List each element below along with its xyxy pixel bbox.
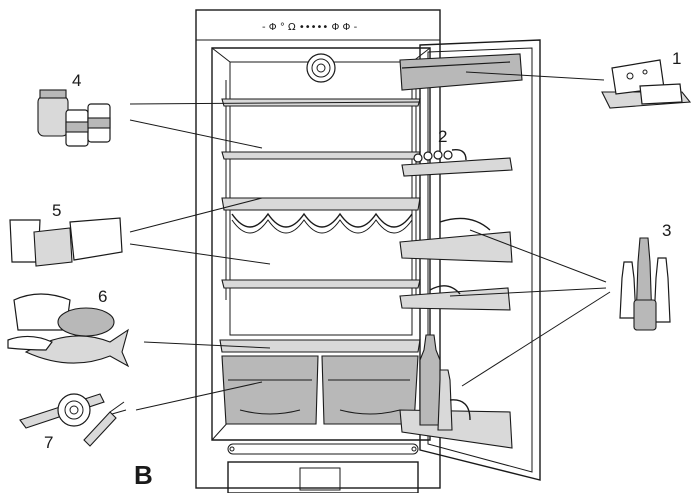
fan-icon [306,53,336,83]
item-meat-fish [7,293,130,368]
glass-cover-plate [219,339,421,353]
door-shelf-middle [399,217,513,263]
item-desserts-containers [9,217,123,267]
crisper-drawer-right [321,355,419,425]
callout-6: 6 [98,287,107,306]
bottle-shelf [399,334,513,449]
callout-7: 7 [44,433,53,452]
callout-3: 3 [662,221,671,240]
control-panel-text: - Φ ° Ω ••••• Φ Φ - [262,22,358,33]
callout-1: 1 [672,49,681,68]
fridge-cabinet: - Φ ° Ω ••••• Φ Φ - [195,9,441,489]
bottle-rack [221,197,421,234]
butter-compartment [399,53,523,91]
fridge-door [419,39,541,481]
control-panel: - Φ ° Ω ••••• Φ Φ - [262,22,358,33]
callout-2: 2 [438,127,447,146]
shelf-3 [221,279,421,289]
item-cheese-butter [601,59,692,109]
panel-label: B [134,460,153,490]
item-vegetables [19,393,127,447]
shelf-2 [221,151,421,160]
callout-4: 4 [72,71,81,90]
item-bottles-cans [619,237,671,331]
shelf-supports [225,80,417,300]
item-jars-cans [37,89,111,147]
callout-5: 5 [52,201,61,220]
leader-lines [129,71,611,411]
egg-tray-shelf [401,149,513,177]
crisper-drawer-left [221,355,319,425]
bottom-grille [227,443,419,493]
door-shelf-lower [399,285,511,311]
